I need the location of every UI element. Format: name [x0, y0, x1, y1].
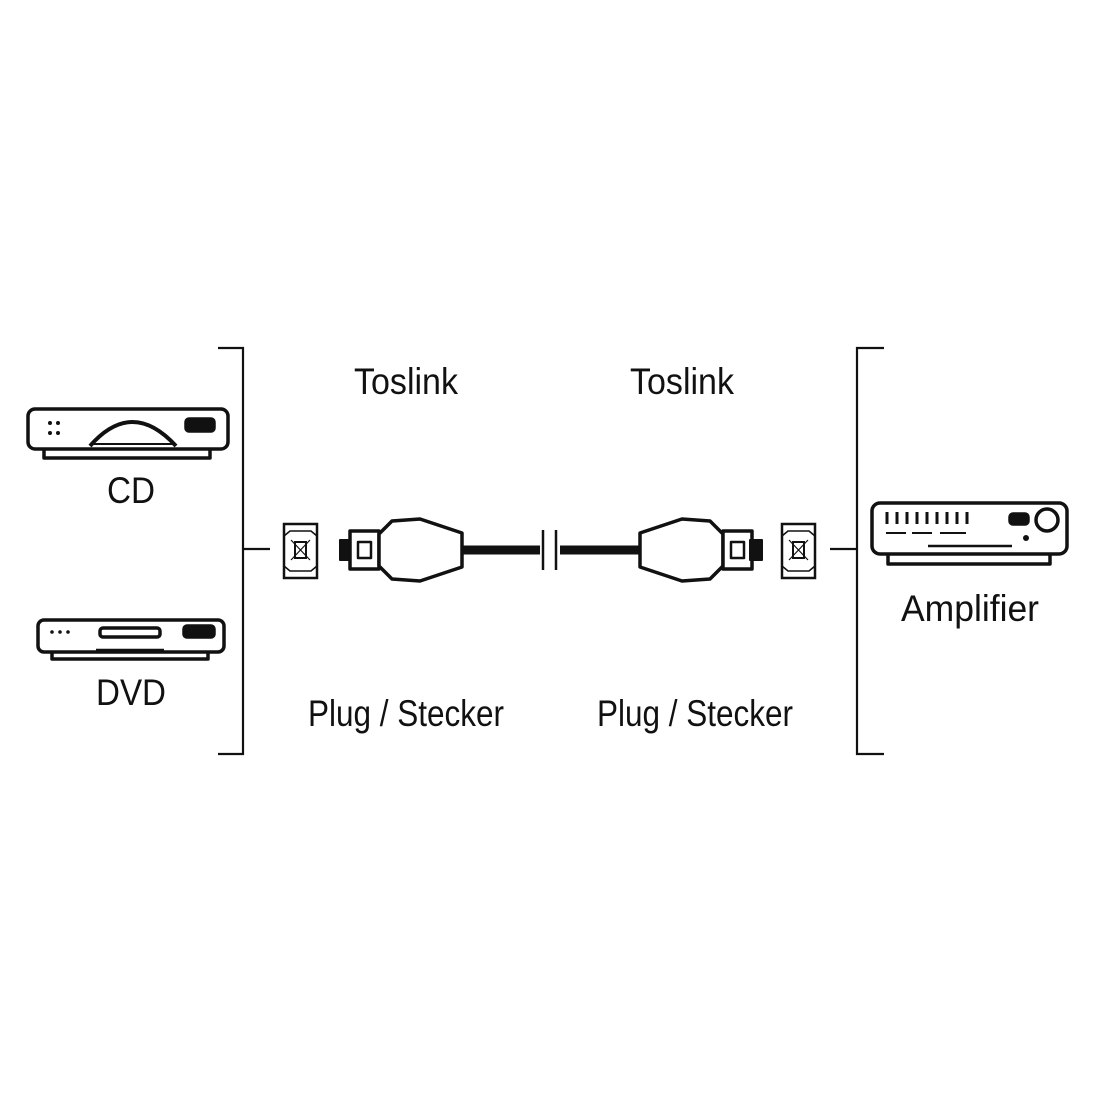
amplifier-icon [870, 501, 1069, 566]
right-bracket [830, 346, 884, 756]
toslink-plug-icon [638, 517, 763, 583]
right-connector-kind-label: Plug / Stecker [597, 693, 793, 734]
left-connector-kind-label: Plug / Stecker [308, 693, 504, 734]
cd-player-icon [26, 407, 230, 460]
left-bracket [218, 346, 270, 756]
left-connector-type-label: Toslink [354, 361, 458, 402]
dvd-label: DVD [96, 672, 166, 713]
socket-icon [282, 522, 319, 580]
amplifier-label: Amplifier [901, 588, 1039, 629]
toslink-plug-icon [339, 517, 464, 583]
socket-icon [780, 522, 817, 580]
right-connector-type-label: Toslink [630, 361, 734, 402]
optical-cable [462, 530, 640, 570]
dvd-player-icon [36, 618, 226, 661]
cd-label: CD [107, 470, 155, 511]
